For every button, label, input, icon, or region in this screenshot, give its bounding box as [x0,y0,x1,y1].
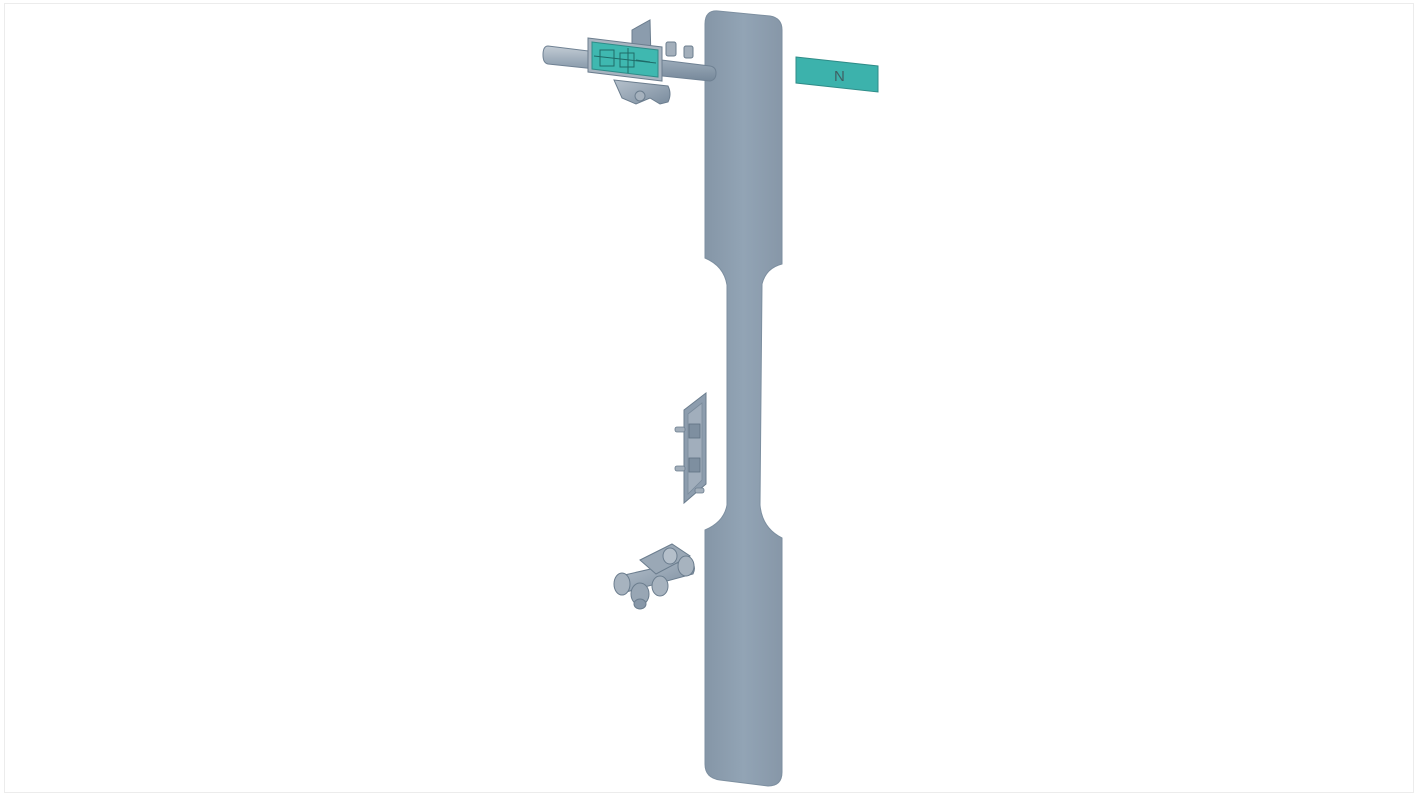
neutral-marker-plate: N [795,56,879,93]
neutral-busbar [704,10,783,787]
middle-bracket [674,391,707,505]
top-terminal-clamp [542,19,717,105]
marker-label: N [834,68,845,85]
bottom-connector [613,543,695,610]
